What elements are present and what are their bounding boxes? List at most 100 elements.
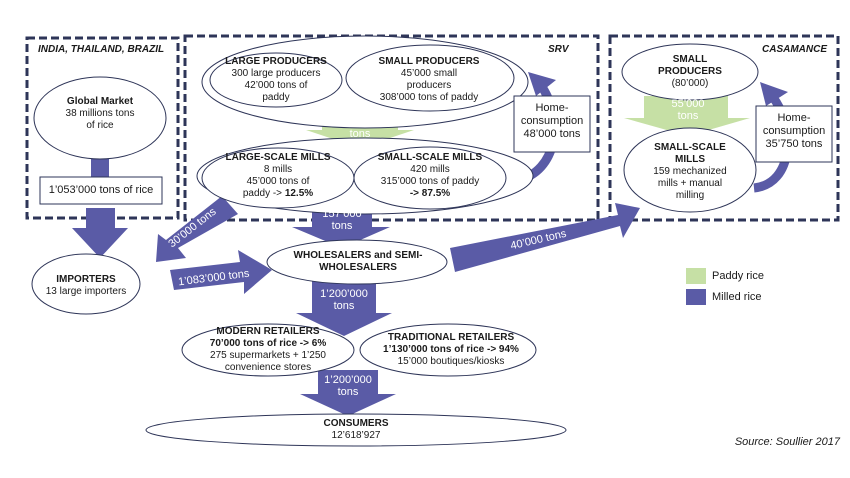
ellipse-small-mills-srv bbox=[353, 146, 507, 210]
traditional-retailers-line1: 1’130’000 tons of rice -> 94% bbox=[383, 344, 519, 355]
legend-paddy-label: Paddy rice bbox=[712, 270, 764, 282]
home-consumption-cas-label: Home- consumption 35’750 tons bbox=[756, 112, 832, 151]
traditional-retailers-label: TRADITIONAL RETAILERS 1’130’000 tons of … bbox=[376, 332, 526, 368]
large-mills-line3a: paddy -> bbox=[242, 188, 285, 199]
global-market-title: Global Market bbox=[66, 96, 134, 107]
large-mills-line1: 8 mills bbox=[263, 164, 293, 175]
small-producers-srv-line1: 45’000 small bbox=[400, 68, 458, 79]
region-srv-title: SRV bbox=[548, 44, 569, 55]
large-producers-line2: 42’000 tons of bbox=[244, 80, 308, 91]
ellipse-large-producers bbox=[209, 52, 343, 108]
small-producers-srv-line2: producers bbox=[406, 80, 452, 91]
legend-milled-label: Milled rice bbox=[712, 291, 762, 303]
global-market-line2: of rice bbox=[86, 120, 114, 131]
large-producers-label: LARGE PRODUCERS 300 large producers 42’0… bbox=[216, 56, 336, 104]
box-home-srv bbox=[513, 95, 591, 153]
small-mills-srv-line3: -> 87.5% bbox=[409, 188, 451, 199]
home-cas-line3: 35’750 tons bbox=[765, 138, 823, 150]
paddy-flow-cas-line1: 55’000 bbox=[671, 98, 705, 110]
wholesalers-line1: WHOLESALERS and SEMI- bbox=[293, 250, 423, 261]
ellipse-small-producers-cas bbox=[621, 43, 759, 101]
flow-1200-b-label: 1’200’000 tons bbox=[318, 374, 378, 398]
large-producers-title: LARGE PRODUCERS bbox=[225, 56, 327, 67]
traditional-retailers-title: TRADITIONAL RETAILERS bbox=[387, 332, 515, 343]
small-mills-srv-line2: 315’000 tons of paddy bbox=[380, 176, 480, 187]
imports-box-label: 1’053’000 tons of rice bbox=[48, 184, 154, 196]
region-srv-box bbox=[183, 34, 600, 222]
flow-157-line1: 157’000 bbox=[322, 208, 362, 220]
flow-1200-b-line2: tons bbox=[337, 386, 359, 398]
small-producers-cas-label: SMALL PRODUCERS (80’000) bbox=[640, 54, 740, 90]
paddy-flow-srv-line2: tons bbox=[349, 128, 371, 140]
small-mills-cas-line4: mills + manual bbox=[657, 178, 723, 189]
large-producers-line1: 300 large producers bbox=[231, 68, 321, 79]
modern-retailers-line1: 70’000 tons of rice -> 6% bbox=[209, 338, 327, 349]
arrow-paddy-casamance bbox=[624, 96, 750, 136]
ellipse-traditional-retailers bbox=[359, 323, 537, 377]
source-note: Source: Soullier 2017 bbox=[734, 436, 840, 448]
legend-milled-swatch bbox=[686, 289, 706, 305]
box-imports bbox=[39, 176, 163, 205]
small-mills-cas-label: SMALL-SCALE MILLS 159 mechanized mills +… bbox=[636, 142, 744, 202]
home-srv-line3: 48’000 tons bbox=[523, 128, 581, 140]
flow-1200-a-line1: 1’200’000 bbox=[320, 288, 368, 300]
home-srv-line1: Home- bbox=[535, 102, 569, 114]
paddy-flow-srv-line1: 360’000 bbox=[340, 116, 380, 128]
paddy-flow-srv-label: 360’000 tons bbox=[330, 116, 390, 140]
ellipse-consumers bbox=[145, 413, 567, 447]
small-mills-srv-line1: 420 mills bbox=[410, 164, 450, 175]
arrow-40000 bbox=[450, 203, 640, 272]
importers-line1: 13 large importers bbox=[45, 286, 127, 297]
large-mills-line2: 45’000 tons of bbox=[246, 176, 310, 187]
flow-1200-b-line1: 1’200’000 bbox=[324, 374, 372, 386]
large-mills-line3: paddy -> 12.5% bbox=[214, 188, 342, 200]
small-producers-cas-line3: (80’000) bbox=[671, 78, 709, 89]
region-india-box bbox=[25, 36, 180, 220]
flow-1200-a-label: 1’200’000 tons bbox=[312, 288, 376, 312]
consumers-line1: 12’618’927 bbox=[331, 430, 381, 441]
small-mills-cas-line5: milling bbox=[675, 190, 705, 201]
modern-retailers-label: MODERN RETAILERS 70’000 tons of rice -> … bbox=[198, 326, 338, 374]
traditional-retailers-line2: 15’000 boutiques/kiosks bbox=[397, 356, 505, 367]
small-producers-cas-line2: PRODUCERS bbox=[658, 66, 722, 77]
ellipse-global-market bbox=[33, 76, 167, 160]
home-cas-line1: Home- bbox=[777, 112, 811, 124]
flow-157-label: 157’000 tons bbox=[312, 208, 372, 232]
box-home-cas bbox=[755, 105, 833, 163]
curve-home-srv-head bbox=[528, 72, 556, 96]
ellipse-small-producers-srv bbox=[345, 44, 515, 112]
importers-label: IMPORTERS 13 large importers bbox=[36, 274, 136, 298]
arrow-1083000 bbox=[170, 250, 272, 294]
paddy-flow-cas-label: 55’000 tons bbox=[656, 98, 720, 122]
legend-paddy-swatch bbox=[686, 268, 706, 284]
home-srv-line2: consumption bbox=[520, 115, 584, 127]
small-mills-cas-line3: 159 mechanized bbox=[653, 166, 727, 177]
small-producers-cas-line1: SMALL bbox=[672, 54, 708, 65]
importers-title: IMPORTERS bbox=[56, 274, 116, 285]
global-market-label: Global Market 38 millions tons of rice bbox=[44, 96, 156, 132]
ellipse-modern-retailers bbox=[181, 323, 355, 377]
small-mills-srv-title: SMALL-SCALE MILLS bbox=[377, 152, 483, 163]
arrow-1200000-a bbox=[296, 281, 392, 336]
arrow-1200000-b bbox=[300, 370, 396, 416]
large-mills-label: LARGE-SCALE MILLS 8 mills 45’000 tons of… bbox=[214, 152, 342, 200]
ellipse-small-mills-cas bbox=[623, 127, 757, 213]
home-consumption-srv-label: Home- consumption 48’000 tons bbox=[514, 102, 590, 141]
flow-1200-a-line2: tons bbox=[333, 300, 355, 312]
paddy-flow-cas-line2: tons bbox=[677, 110, 699, 122]
large-mills-title: LARGE-SCALE MILLS bbox=[225, 152, 331, 163]
ellipse-wholesalers bbox=[266, 239, 448, 285]
small-mills-srv-label: SMALL-SCALE MILLS 420 mills 315’000 tons… bbox=[362, 152, 498, 200]
wholesalers-label: WHOLESALERS and SEMI- WHOLESALERS bbox=[288, 250, 428, 274]
ellipse-importers bbox=[31, 253, 141, 315]
arrow-box-to-importers bbox=[72, 208, 128, 258]
small-mills-cas-line2: MILLS bbox=[675, 154, 705, 165]
arrow-30000 bbox=[156, 196, 238, 262]
modern-retailers-line3: convenience stores bbox=[224, 362, 312, 373]
curve-home-cas-head bbox=[760, 82, 788, 106]
consumers-label: CONSUMERS 12’618’927 bbox=[296, 418, 416, 442]
region-casamance-box bbox=[608, 34, 840, 222]
small-producers-srv-line3: 308’000 tons of paddy bbox=[379, 92, 479, 103]
arrow-global-to-box bbox=[91, 155, 109, 178]
